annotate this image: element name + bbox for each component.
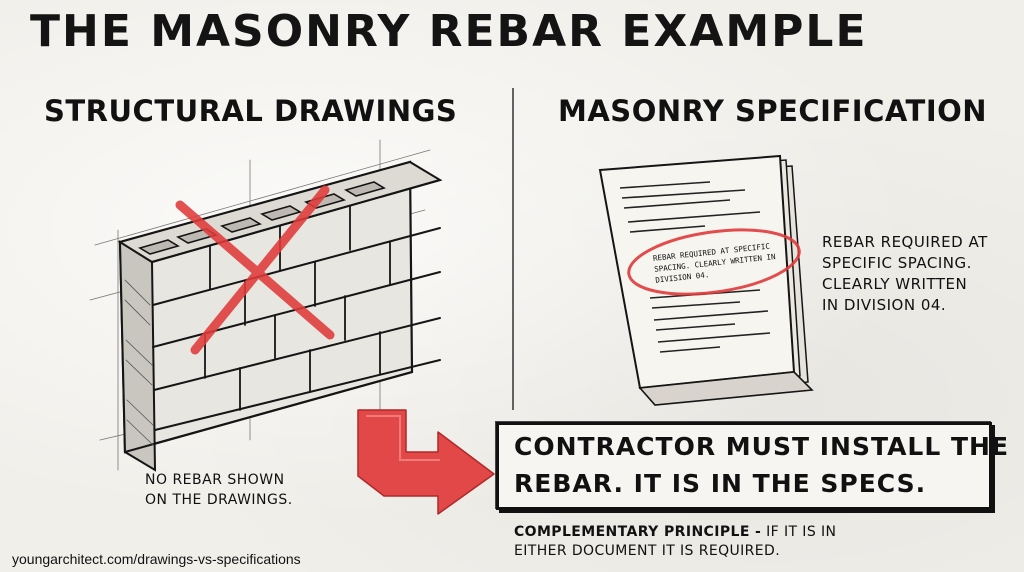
structural-drawings-heading: STRUCTURAL DRAWINGS bbox=[44, 94, 458, 128]
complementary-principle: COMPLEMENTARY PRINCIPLE - IF IT IS IN EI… bbox=[514, 523, 836, 561]
drawings-note-line-1: NO REBAR SHOWN bbox=[145, 472, 285, 488]
callout-box bbox=[496, 422, 992, 510]
red-circle-icon bbox=[627, 228, 801, 296]
spec-note-line-3: CLEARLY WRITTEN bbox=[822, 275, 968, 293]
spec-note-line-2: SPECIFIC SPACING. bbox=[822, 254, 972, 272]
drawings-note-line-2: ON THE DRAWINGS. bbox=[145, 492, 293, 508]
masonry-specification-heading: MASONRY SPECIFICATION bbox=[558, 94, 988, 128]
principle-text-line-2: EITHER DOCUMENT IT IS REQUIRED. bbox=[514, 543, 781, 559]
principle-text-line-1: IF IT IS IN bbox=[766, 524, 837, 540]
spec-book-icon bbox=[598, 154, 814, 406]
masonry-wall-icon bbox=[89, 139, 443, 472]
principle-label: COMPLEMENTARY PRINCIPLE - bbox=[514, 524, 762, 540]
spec-note: REBAR REQUIRED AT SPECIFIC SPACING. CLEA… bbox=[822, 232, 988, 316]
spec-note-line-1: REBAR REQUIRED AT bbox=[822, 233, 988, 251]
column-divider bbox=[512, 88, 514, 410]
red-x-icon bbox=[175, 185, 335, 355]
spec-note-line-4: IN DIVISION 04. bbox=[822, 296, 947, 314]
callout-line-1: CONTRACTOR MUST INSTALL THE bbox=[514, 432, 1010, 461]
page-title: THE MASONRY REBAR EXAMPLE bbox=[30, 6, 868, 57]
drawings-note: NO REBAR SHOWN ON THE DRAWINGS. bbox=[145, 470, 293, 510]
red-arrow-icon bbox=[357, 409, 495, 515]
callout-line-2: REBAR. IT IS IN THE SPECS. bbox=[514, 469, 927, 498]
callout-text: CONTRACTOR MUST INSTALL THE REBAR. IT IS… bbox=[514, 428, 1009, 502]
source-url[interactable]: youngarchitect.com/drawings-vs-specifica… bbox=[12, 551, 301, 567]
